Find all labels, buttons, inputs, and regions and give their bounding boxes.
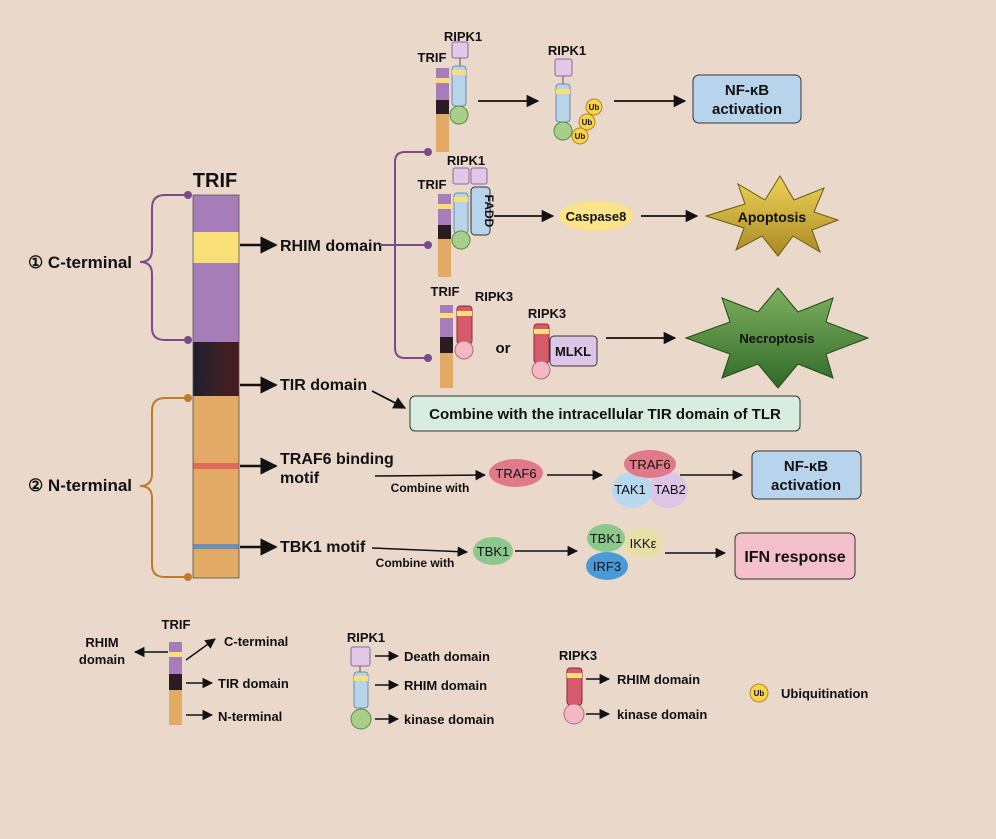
tbk1-combine-with: Combine with xyxy=(376,556,455,570)
legend-ub-text: Ub xyxy=(754,689,765,698)
row-traf6-nfkb-box xyxy=(751,450,862,500)
legend-ripk3-label: RIPK3 xyxy=(559,648,597,663)
ub-label-2: Ub xyxy=(582,118,593,127)
tbk1-label: TBK1 xyxy=(477,544,510,559)
n-terminal-label: ② N-terminal xyxy=(28,476,132,495)
necroptosis-star xyxy=(684,287,870,389)
tbk1-complex xyxy=(586,524,663,580)
irf3-label: IRF3 xyxy=(593,559,621,574)
legend-tir-domain: TIR domain xyxy=(218,676,289,691)
caspase8-label: Caspase8 xyxy=(566,209,627,224)
tbk1-motif-label: TBK1 motif xyxy=(280,539,366,556)
row3-ripk3-label: RIPK3 xyxy=(475,289,513,304)
legend-ub-icon xyxy=(749,683,769,703)
tir-domain-label: TIR domain xyxy=(280,377,367,394)
legend-n-terminal: N-terminal xyxy=(218,709,282,724)
caspase8-shape xyxy=(559,201,633,231)
necroptosis-label: Necroptosis xyxy=(739,331,814,346)
legend-ripk3-kinase: kinase domain xyxy=(617,707,707,722)
row1-nfkb-line1: NF-κB xyxy=(725,82,769,99)
row1-nfkb-line2: activation xyxy=(712,101,782,118)
traf6-nfkb-line1: NF-κB xyxy=(784,458,828,475)
ifn-response-label: IFN response xyxy=(744,549,845,566)
ifn-response-box xyxy=(734,532,856,580)
apoptosis-label: Apoptosis xyxy=(738,209,807,225)
c-terminal-bracket xyxy=(139,191,192,344)
trif-title: TRIF xyxy=(193,170,237,192)
row1-ripk1-complex xyxy=(449,41,469,125)
traf6-label: TRAF6 xyxy=(495,466,536,481)
row1-ripk1-label: RIPK1 xyxy=(444,29,482,44)
row3-trif-mini xyxy=(440,305,453,388)
traf6-nfkb-line2: activation xyxy=(771,477,841,494)
complex-tbk1-label: TBK1 xyxy=(590,531,623,546)
traf6-band xyxy=(193,463,239,469)
row1-nfkb-box xyxy=(692,74,802,124)
c-terminal-label: ① C-terminal xyxy=(28,253,132,272)
row3-trif-label: TRIF xyxy=(431,284,460,299)
legend-trif-label: TRIF xyxy=(162,617,191,632)
tbk1-shape xyxy=(473,537,513,565)
row2-trif-label: TRIF xyxy=(418,177,447,192)
row2-ripk1-fadd-complex xyxy=(451,167,491,250)
tak1-label: TAK1 xyxy=(614,482,646,497)
traf6-shape xyxy=(489,459,543,487)
legend-c-terminal: C-terminal xyxy=(224,634,288,649)
apoptosis-star xyxy=(704,175,840,257)
traf6-motif-label-1: TRAF6 binding xyxy=(280,451,394,468)
row1-trif-label: TRIF xyxy=(418,50,447,65)
ub-label-3: Ub xyxy=(575,132,586,141)
traf6-complex xyxy=(612,450,688,508)
trif-main-bar xyxy=(192,194,240,579)
complex-traf6-label: TRAF6 xyxy=(629,457,670,472)
rhim-domain-label: RHIM domain xyxy=(280,238,382,255)
legend-ripk3-shape xyxy=(563,667,585,725)
legend-rhim-line2: domain xyxy=(79,652,125,667)
rhim-branch-bracket xyxy=(380,148,432,362)
ripk3-mlkl-complex xyxy=(531,323,598,380)
legend-trif-bar xyxy=(169,642,182,725)
row2-ripk1-label: RIPK1 xyxy=(447,153,485,168)
n-terminal-bracket xyxy=(139,394,192,581)
tab2-label: TAB2 xyxy=(654,482,686,497)
mlkl-label: MLKL xyxy=(555,344,591,359)
legend-ripk3-rhim: RHIM domain xyxy=(617,672,700,687)
tir-combine-box xyxy=(409,395,801,432)
legend-ripk1-label: RIPK1 xyxy=(347,630,385,645)
legend-ripk1-shape xyxy=(350,646,372,730)
ikke-label: IKKε xyxy=(630,536,657,551)
legend-ubiquitination: Ubiquitination xyxy=(781,686,868,701)
legend-death-domain: Death domain xyxy=(404,649,490,664)
traf6-combine-with: Combine with xyxy=(391,481,470,495)
or-label: or xyxy=(496,340,511,357)
tir-combine-label: Combine with the intracellular TIR domai… xyxy=(429,406,781,423)
row3-ripk3-out-label: RIPK3 xyxy=(528,306,566,321)
fadd-label: FADD xyxy=(482,195,496,228)
row1-trif-mini xyxy=(436,68,449,152)
legend-rhim-line1: RHIM xyxy=(85,635,118,650)
row1-ubiquitinated-ripk1 xyxy=(553,58,603,145)
legend-rhim-domain: RHIM domain xyxy=(404,678,487,693)
row3-ripk3-shape xyxy=(454,305,474,360)
row1-ripk1-out-label: RIPK1 xyxy=(548,43,586,58)
tbk1-band xyxy=(193,544,239,549)
legend-kinase-domain: kinase domain xyxy=(404,712,494,727)
ub-label-1: Ub xyxy=(589,103,600,112)
row2-trif-mini xyxy=(438,194,451,277)
traf6-motif-label-2: motif xyxy=(280,470,320,487)
